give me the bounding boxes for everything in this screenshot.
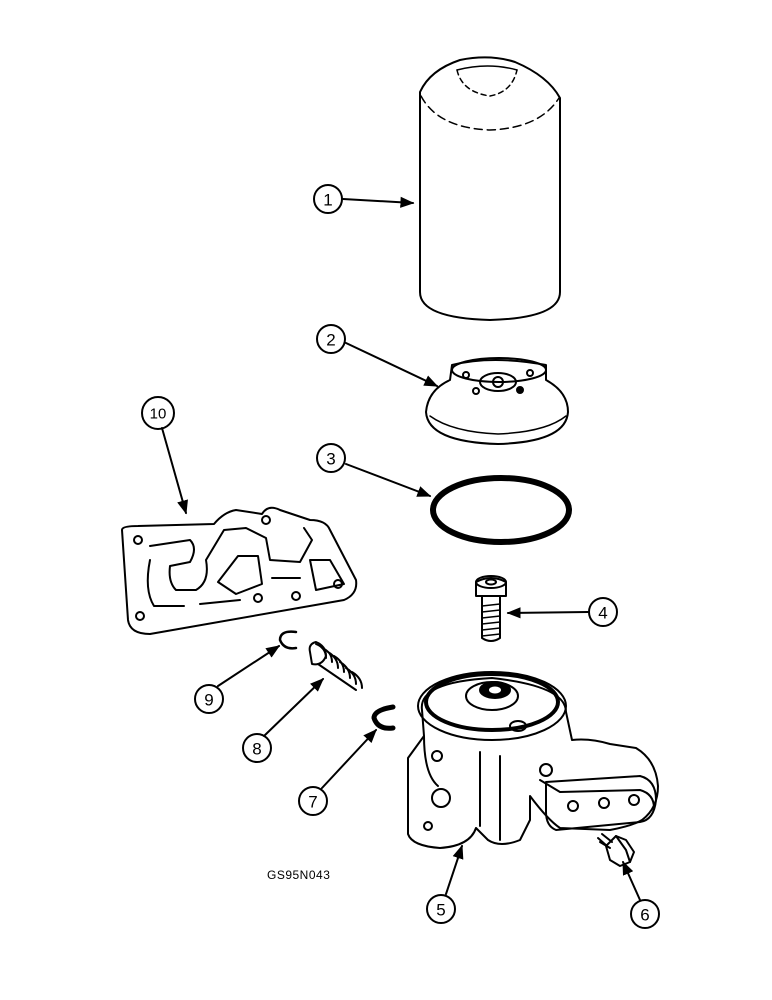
callout-3-label: 3 [326,450,335,469]
relief-spring [308,641,363,691]
retaining-clip [278,630,298,650]
callout-8-circle [242,733,272,763]
callout-1-label: 1 [323,191,332,210]
filter-cartridge [419,56,561,321]
callout-9-circle [194,684,224,714]
o-ring-seal [430,475,572,545]
hollow-bolt [475,575,507,642]
figure-code: GS95N043 [267,868,331,882]
callout-7-label: 7 [308,793,317,812]
adapter-cap [425,357,569,445]
callout-10-label: 10 [150,406,167,423]
callout-6-label: 6 [640,906,649,925]
snap-ring [371,704,396,731]
callout-1-circle [313,184,343,214]
callout-2-circle [316,324,346,354]
callout-8-label: 8 [252,740,261,759]
hex-bolt [597,833,635,867]
callout-4-label: 4 [598,604,607,623]
callout-5-circle [426,894,456,924]
callout-7-circle [298,786,328,816]
callout-10-circle [141,396,175,430]
gasket [121,506,358,635]
callout-9-label: 9 [204,691,213,710]
filter-head [407,671,659,849]
callout-5-label: 5 [436,901,445,920]
callout-3-circle [316,443,346,473]
callout-2-label: 2 [326,331,335,350]
callout-6-circle [630,899,660,929]
callout-4-circle [588,597,618,627]
